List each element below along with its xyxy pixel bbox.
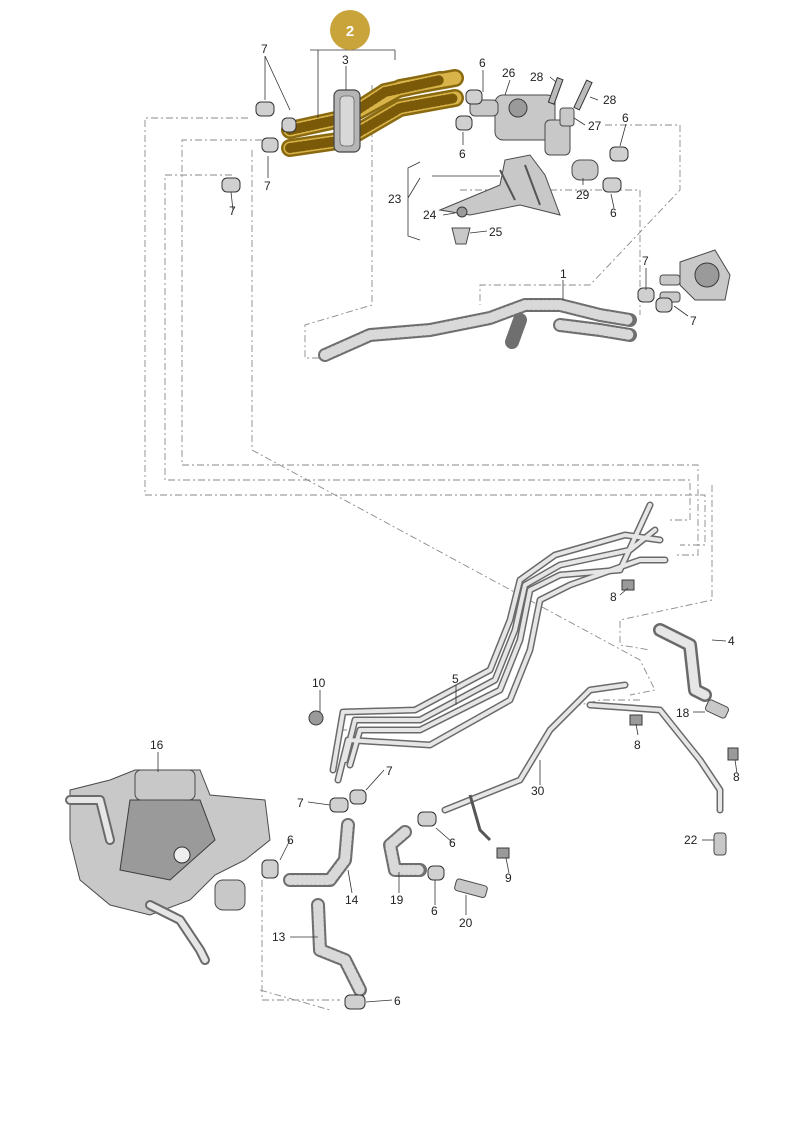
callout-6: 6: [287, 833, 294, 847]
callout-4: 4: [728, 634, 735, 648]
badge-label: 2: [346, 23, 354, 40]
callout-5: 5: [452, 672, 459, 686]
callout-7: 7: [264, 179, 271, 193]
callout-7: 7: [386, 764, 393, 778]
callout-16: 16: [150, 738, 164, 752]
callout-9: 9: [505, 871, 512, 885]
callout-24: 24: [423, 208, 437, 222]
callout-8: 8: [733, 770, 740, 784]
hose-part-19[interactable]: [383, 825, 427, 877]
callout-25: 25: [489, 225, 503, 239]
hose-part-13[interactable]: [311, 898, 367, 997]
callout-20: 20: [459, 916, 473, 930]
callout-7: 7: [261, 42, 268, 56]
callout-6: 6: [610, 206, 617, 220]
callout-23: 23: [388, 192, 402, 206]
bracket-part-23[interactable]: [438, 154, 561, 216]
callout-7: 7: [297, 796, 304, 810]
hose-clamps: [221, 89, 673, 1010]
callout-6: 6: [459, 147, 466, 161]
callout-7: 7: [229, 204, 236, 218]
leader-lines: [157, 49, 738, 1003]
hose-part-4[interactable]: [653, 623, 712, 702]
auxiliary-heater-part-16[interactable]: [65, 769, 271, 965]
callout-6: 6: [431, 904, 438, 918]
callout-labels: 7 3 6 26 28 28 27 6 6 7 7 29 6 23 24 25 …: [150, 42, 740, 1008]
callout-7: 7: [690, 314, 697, 328]
highlight-badge: 2: [330, 10, 370, 50]
callout-14: 14: [345, 893, 359, 907]
grommet-part-25[interactable]: [451, 227, 471, 245]
callout-30: 30: [531, 784, 545, 798]
control-valve-part-26[interactable]: [469, 94, 571, 156]
sleeve-part-29[interactable]: [571, 159, 599, 181]
nut-part-24[interactable]: [456, 206, 468, 218]
bolts-part-8-9-10: [308, 579, 739, 859]
callout-18: 18: [676, 706, 690, 720]
callout-28: 28: [530, 70, 544, 84]
bushing-part-27[interactable]: [559, 107, 575, 127]
callout-7: 7: [642, 254, 649, 268]
callout-1: 1: [560, 267, 567, 281]
connector-part-22[interactable]: [713, 832, 727, 856]
connector-flange-right[interactable]: [659, 249, 731, 303]
connector-part-20[interactable]: [454, 878, 488, 899]
pipe-bundle-part-5[interactable]: [329, 501, 669, 784]
callout-6: 6: [394, 994, 401, 1008]
callout-28: 28: [603, 93, 617, 107]
callout-8: 8: [610, 590, 617, 604]
hose-part-14[interactable]: [283, 818, 355, 887]
bolt-part-28[interactable]: [547, 77, 593, 111]
callout-8: 8: [634, 738, 641, 752]
callout-29: 29: [576, 188, 590, 202]
hose-part-1[interactable]: [318, 298, 637, 362]
callout-19: 19: [390, 893, 404, 907]
callout-6: 6: [622, 111, 629, 125]
callout-6: 6: [479, 56, 486, 70]
callout-22: 22: [684, 833, 698, 847]
callout-3: 3: [342, 53, 349, 67]
callout-26: 26: [502, 66, 516, 80]
connector-part-18[interactable]: [704, 699, 730, 719]
callout-6: 6: [449, 836, 456, 850]
callout-13: 13: [272, 930, 286, 944]
pipe-part-30[interactable]: [441, 681, 724, 842]
callout-10: 10: [312, 676, 326, 690]
hose-assembly-part-2[interactable]: [281, 69, 464, 157]
callout-27: 27: [588, 119, 602, 133]
